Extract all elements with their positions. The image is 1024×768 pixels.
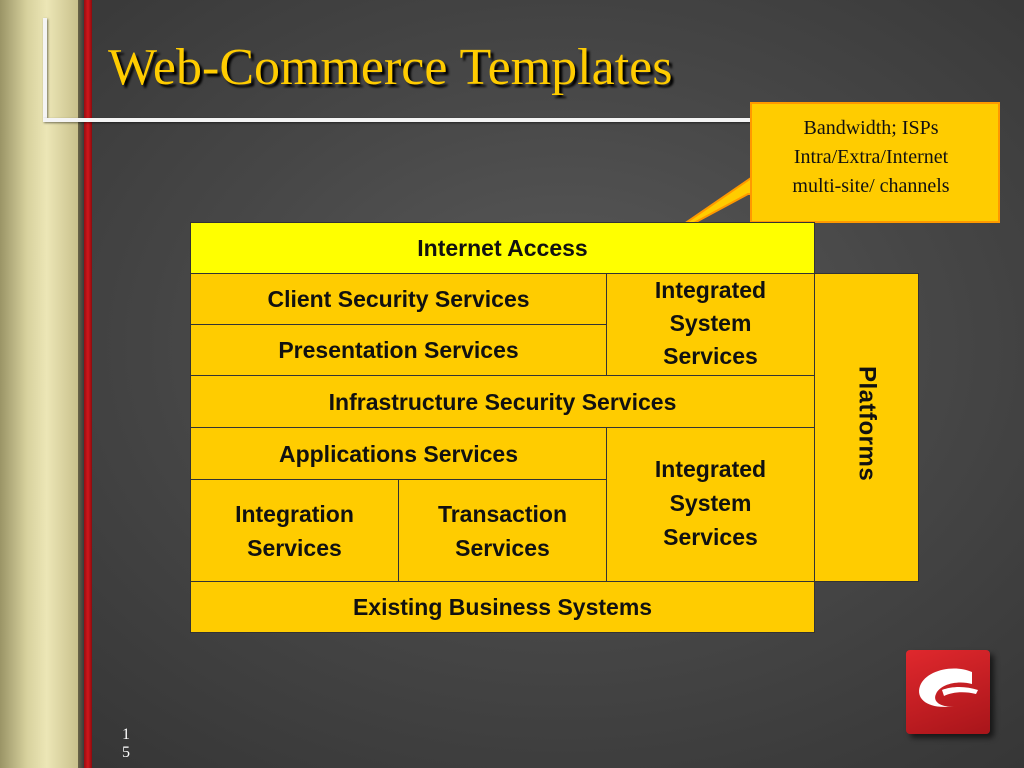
presentation-label: Presentation Services	[278, 337, 519, 363]
infrastructure-security-services-layer: Infrastructure Security Services	[190, 375, 815, 428]
client-security-services-layer: Client Security Services	[190, 273, 607, 325]
company-logo-icon	[906, 650, 990, 734]
title-frame-horizontal-line	[43, 118, 765, 122]
integrated-system-services-bottom: Integrated System Services	[606, 427, 815, 582]
callout-line: Bandwidth; ISPs	[803, 117, 939, 139]
presentation-services-layer: Presentation Services	[190, 324, 607, 376]
applications-services-layer: Applications Services	[190, 427, 607, 480]
integration-services-box: Integration Services	[190, 479, 399, 582]
integration-label: Integration Services	[235, 500, 354, 561]
internet-access-layer: Internet Access	[190, 222, 815, 274]
slide-title: Web-Commerce Templates	[108, 39, 673, 96]
left-decorative-panel	[0, 0, 78, 768]
red-accent-bar	[84, 0, 92, 768]
platforms-label: Platforms	[853, 366, 881, 482]
existing-business-systems-layer: Existing Business Systems	[190, 581, 815, 633]
transaction-services-box: Transaction Services	[398, 479, 607, 582]
callout-text: Bandwidth; ISPs Intra/Extra/Internet mul…	[754, 114, 988, 201]
page-number: 15	[122, 726, 130, 761]
existing-business-label: Existing Business Systems	[352, 594, 653, 620]
callout-line: Intra/Extra/Internet	[793, 146, 949, 168]
transaction-label: Transaction Services	[437, 500, 568, 561]
infrastructure-security-label: Infrastructure Security Services	[328, 388, 677, 415]
integrated-system-services-top: Integrated System Services	[606, 273, 815, 376]
applications-label: Applications Services	[278, 440, 519, 467]
callout-line: multi-site/ channels	[792, 175, 950, 197]
integrated-top-label: Integrated System Services	[654, 277, 767, 369]
integrated-bottom-label: Integrated System Services	[654, 455, 767, 550]
panel-shadow	[78, 0, 84, 768]
platforms-column: Platforms	[814, 273, 919, 582]
title-frame-vertical-line	[43, 18, 47, 118]
client-security-label: Client Security Services	[267, 286, 530, 312]
logo-swoosh-icon	[919, 668, 978, 707]
internet-access-label: Internet Access	[417, 235, 588, 261]
